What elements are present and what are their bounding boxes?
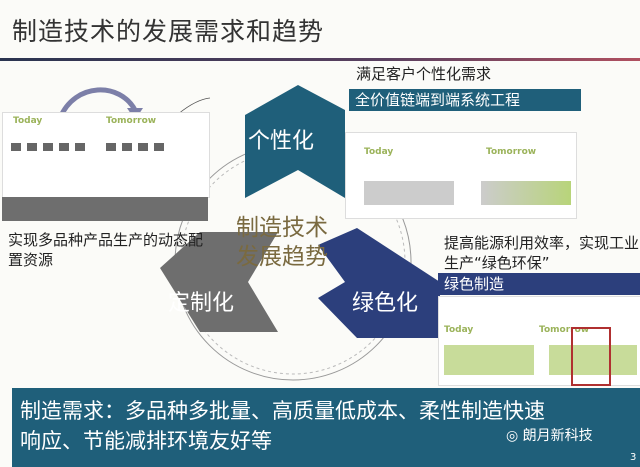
top-right-caption: 满足客户个性化需求 <box>356 65 492 83</box>
watermark: ◎ 朗月新科技 <box>506 425 593 445</box>
slide-title: 制造技术的发展需求和趋势 <box>12 17 325 46</box>
center-line2: 发展趋势 <box>236 244 328 270</box>
requirements-banner: 制造需求：多品种多批量、高质量低成本、柔性制造快速 响应、节能减排环境友好等 <box>12 388 640 467</box>
left-panel-base <box>2 197 208 221</box>
label-personalized: 个性化 <box>248 129 315 154</box>
bottom-right-caption: 提高能源利用效率，实现工业生产“绿色环保” <box>444 234 640 272</box>
center-title: 制造技术 发展趋势 <box>236 214 328 272</box>
requirements-line1: 制造需求：多品种多批量、高质量低成本、柔性制造快速 <box>20 399 545 423</box>
shape-personalized <box>245 85 345 198</box>
today-label: Today <box>364 147 394 157</box>
today-label: Today <box>13 116 43 126</box>
left-process-image: Today Tomorrow <box>2 112 210 198</box>
top-right-image: Today Tomorrow <box>345 132 577 219</box>
title-divider <box>0 58 640 61</box>
page-number: 3 <box>630 452 637 463</box>
bottom-right-bar: 绿色制造 <box>438 273 640 295</box>
watermark-text: 朗月新科技 <box>522 428 593 444</box>
shape-green <box>318 228 440 338</box>
left-caption: 实现多品种产品生产的动态配置资源 <box>8 231 204 269</box>
tomorrow-label: Tomorrow <box>539 325 590 335</box>
today-label: Today <box>444 325 474 335</box>
top-right-bar: 全价值链端到端系统工程 <box>349 89 581 111</box>
label-customized: 定制化 <box>168 291 235 316</box>
center-line1: 制造技术 <box>236 215 328 241</box>
label-green: 绿色化 <box>352 291 419 316</box>
bottom-right-image: Today Tomorrow <box>438 296 640 386</box>
wechat-icon: ◎ <box>506 428 523 444</box>
requirements-line2: 响应、节能减排环境友好等 <box>20 429 272 453</box>
shape-customized <box>160 232 278 332</box>
tomorrow-label: Tomorrow <box>106 116 157 126</box>
tomorrow-label: Tomorrow <box>486 147 537 157</box>
